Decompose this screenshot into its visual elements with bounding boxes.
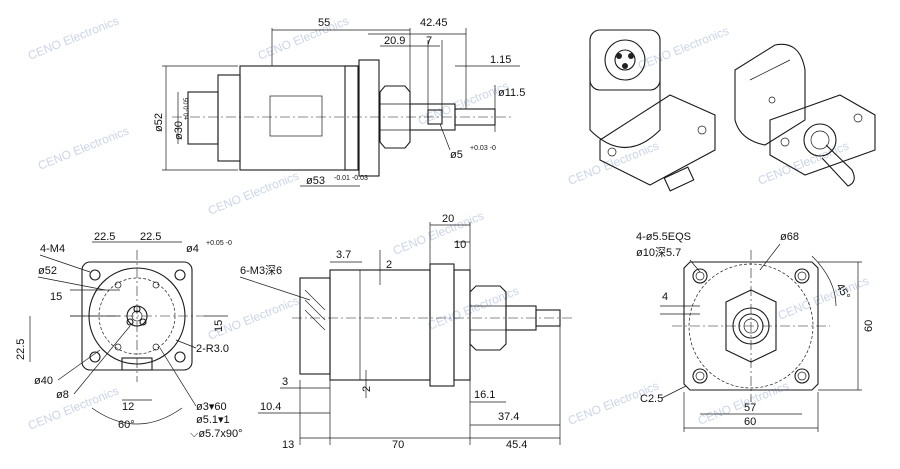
dim-phi40: ø40 bbox=[34, 375, 53, 387]
watermark: CENO Electronics bbox=[206, 169, 301, 218]
dim-phi52: ø52 bbox=[153, 113, 165, 132]
watermark: CENO Electronics bbox=[36, 124, 131, 173]
dim-phi53: ø53 bbox=[306, 175, 325, 187]
watermark: CENO Electronics bbox=[636, 24, 731, 73]
isometric-view-left bbox=[589, 29, 716, 192]
dim-10-4: 10.4 bbox=[260, 401, 281, 413]
side-view: 6-M3深6 3.7 2 20 10 3 2 10.4 16.1 37.4 13… bbox=[239, 213, 572, 451]
label-phi10: ø10深5.7 bbox=[636, 246, 681, 259]
isometric-view-right bbox=[734, 43, 876, 187]
dim-20: 20 bbox=[442, 213, 454, 225]
watermark: CENO Electronics bbox=[256, 14, 351, 63]
dim-57: 57 bbox=[744, 402, 756, 414]
watermark: CENO Electronics bbox=[416, 79, 511, 128]
watermark: CENO Electronics bbox=[776, 274, 871, 323]
watermark: CENO Electronics bbox=[206, 294, 301, 343]
dim-22-5-left: 22.5 bbox=[94, 231, 115, 243]
front-view: 22.5 22.5 4-M4 ø4 +0.05 -0 ø52 15 15 22.… bbox=[15, 231, 242, 440]
dim-42-45: 42.45 bbox=[420, 17, 448, 29]
dim-phi5-1: ø5.1▾1 bbox=[196, 414, 230, 426]
dim-10: 10 bbox=[454, 239, 466, 251]
dim-4: 4 bbox=[662, 291, 668, 303]
dim-13: 13 bbox=[282, 439, 294, 451]
dim-55: 55 bbox=[318, 17, 330, 29]
dim-phi4-tol: +0.05 -0 bbox=[206, 240, 232, 247]
dim-60-vert: 60 bbox=[863, 320, 875, 332]
watermark: CENO Electronics bbox=[391, 209, 486, 258]
top-side-view: 55 42.45 20.9 7 1.15 ø11.5 ø52 ø30 +0 -0… bbox=[153, 17, 525, 187]
dim-phi5: ø5 bbox=[450, 149, 463, 161]
dim-phi5-tol: +0.03 -0 bbox=[470, 145, 496, 152]
dim-phi68: ø68 bbox=[780, 231, 799, 243]
label-4-phi5-5: 4-ø5.5EQS bbox=[636, 231, 691, 243]
dim-45-4: 45.4 bbox=[506, 439, 527, 451]
dim-37-4: 37.4 bbox=[498, 411, 519, 423]
label-4-m4: 4-M4 bbox=[40, 243, 65, 255]
dim-phi30: ø30 bbox=[173, 121, 185, 140]
dim-60deg: 60° bbox=[118, 419, 135, 431]
dim-phi52-front: ø52 bbox=[38, 265, 57, 277]
dim-22-5-vert: 22.5 bbox=[15, 339, 27, 360]
dim-16-1: 16.1 bbox=[474, 389, 495, 401]
dim-c2-5: C2.5 bbox=[640, 393, 663, 405]
dim-12: 12 bbox=[122, 401, 134, 413]
dim-15-left: 15 bbox=[50, 291, 62, 303]
dim-phi8: ø8 bbox=[56, 389, 69, 401]
dim-3: 3 bbox=[282, 376, 288, 388]
dim-22-5-right: 22.5 bbox=[140, 231, 161, 243]
watermark: CENO Electronics bbox=[26, 384, 121, 433]
dim-1-15: 1.15 bbox=[490, 54, 511, 66]
dim-2-r3: 2-R3.0 bbox=[196, 343, 229, 355]
dim-70: 70 bbox=[392, 439, 404, 451]
dim-60-horiz: 60 bbox=[744, 416, 756, 428]
label-6-m3: 6-M3深6 bbox=[240, 264, 282, 277]
dim-7: 7 bbox=[426, 35, 432, 47]
dim-15-right: 15 bbox=[213, 320, 225, 332]
dim-phi53-tol: -0.01 -0.03 bbox=[334, 175, 368, 182]
dim-phi30-tol: +0 -0.05 bbox=[184, 97, 190, 120]
dim-phi4: ø4 bbox=[186, 243, 199, 255]
dim-3-7: 3.7 bbox=[336, 249, 351, 261]
dim-phi5-7: ⌵ø5.7x90° bbox=[190, 428, 242, 440]
dim-2-bottom: 2 bbox=[361, 386, 373, 392]
dim-phi3: ø3▾60 bbox=[196, 401, 227, 413]
dim-phi11-5: ø11.5 bbox=[498, 87, 525, 99]
dim-20-9: 20.9 bbox=[384, 35, 405, 47]
watermark: CENO Electronics bbox=[26, 14, 121, 63]
rear-view: 4-ø5.5EQS ø10深5.7 ø68 45° 4 60 C2.5 57 6… bbox=[636, 231, 875, 432]
dim-2-top: 2 bbox=[386, 259, 392, 271]
